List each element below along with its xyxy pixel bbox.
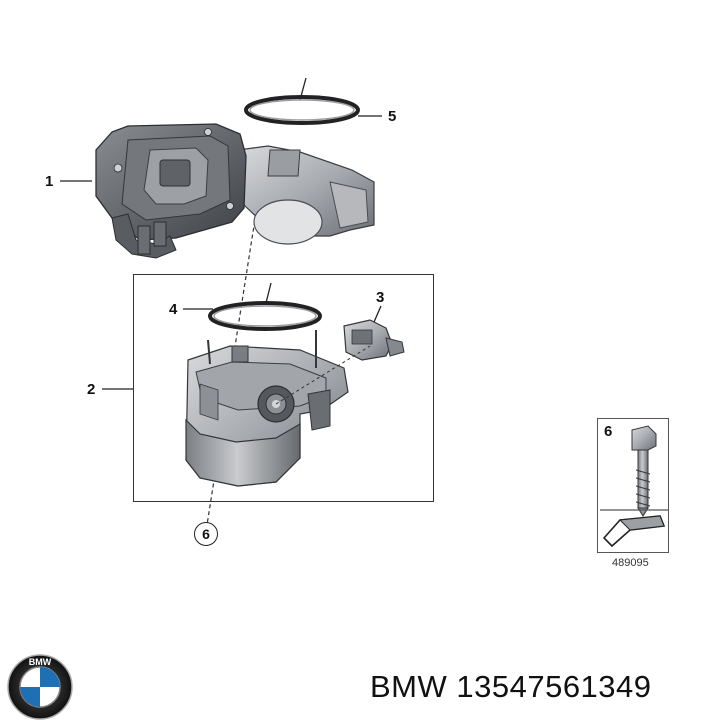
detail-number: 6 bbox=[604, 423, 613, 440]
bmw-logo: BMW bbox=[7, 654, 73, 720]
detail-code: 489095 bbox=[612, 557, 649, 569]
o-ring-middle bbox=[208, 301, 322, 331]
callout-4: 4 bbox=[169, 301, 178, 318]
callout-5: 5 bbox=[388, 108, 397, 125]
o-ring-top bbox=[244, 95, 360, 125]
callout-3: 3 bbox=[376, 289, 385, 306]
callout-6: 6 bbox=[194, 522, 218, 546]
throttle-body bbox=[185, 330, 371, 487]
screw-detail-drawing bbox=[600, 425, 668, 548]
callout-1: 1 bbox=[45, 173, 54, 190]
sensor-connector bbox=[343, 319, 405, 361]
part-number-label: BMW 13547561349 bbox=[370, 669, 652, 704]
assembly-frame bbox=[133, 274, 434, 502]
detail-box bbox=[597, 418, 669, 553]
leader-3 bbox=[373, 305, 382, 323]
actuator-housing bbox=[95, 123, 375, 259]
leader-lines bbox=[60, 77, 382, 390]
axis-ring bbox=[265, 282, 272, 304]
logo-lettering: BMW bbox=[29, 657, 52, 667]
callout-2: 2 bbox=[87, 381, 96, 398]
